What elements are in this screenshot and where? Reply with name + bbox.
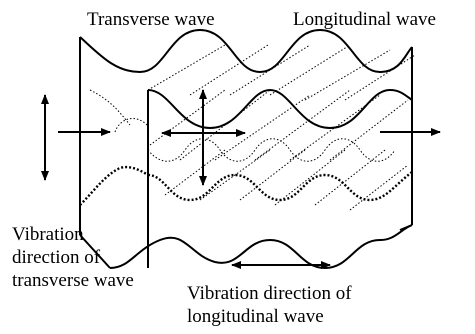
slab-edges [79, 37, 413, 269]
label-vibration-transverse: Vibration direction of transverse wave [12, 223, 134, 292]
center-cross-arrows [161, 89, 246, 186]
bottom-wave-front [109, 224, 413, 270]
label-vibration-longitudinal-line2: longitudinal wave [187, 306, 324, 327]
label-vibration-longitudinal: Vibration direction of longitudinal wave [187, 282, 352, 328]
transverse-wave-top-back [147, 88, 413, 130]
label-vibration-longitudinal-line1: Vibration direction of [187, 283, 352, 304]
label-transverse-wave: Transverse wave [87, 9, 215, 30]
transverse-wave-top-front [79, 28, 413, 74]
bottom-wave-dotted [147, 171, 413, 202]
label-vibration-transverse-line3: transverse wave [12, 270, 134, 291]
label-vibration-transverse-line1: Vibration [12, 224, 84, 245]
bottom-wave-dotted-left [79, 165, 149, 206]
label-vibration-transverse-line2: direction of [12, 247, 101, 268]
label-longitudinal-wave: Longitudinal wave [293, 9, 436, 30]
